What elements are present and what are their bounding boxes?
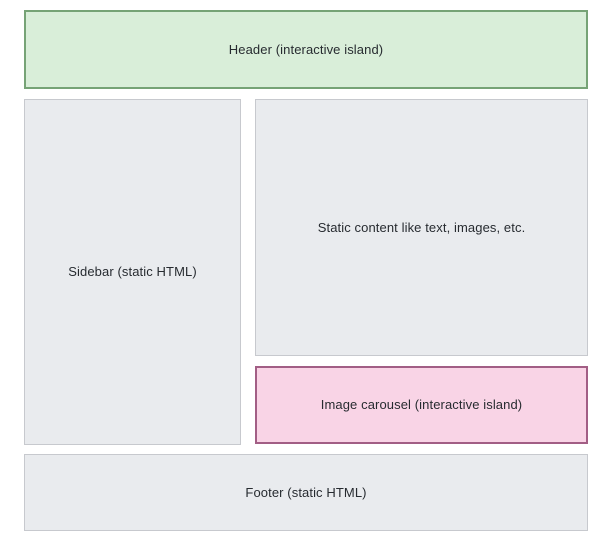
header-island-label: Header (interactive island) — [228, 41, 384, 57]
image-carousel-island-box: Image carousel (interactive island) — [255, 366, 588, 444]
image-carousel-island-label: Image carousel (interactive island) — [320, 397, 523, 413]
footer-static-box: Footer (static HTML) — [24, 454, 588, 531]
header-island-box: Header (interactive island) — [24, 10, 588, 89]
footer-static-label: Footer (static HTML) — [245, 484, 367, 500]
static-content-label: Static content like text, images, etc. — [317, 219, 526, 235]
sidebar-static-box: Sidebar (static HTML) — [24, 99, 241, 445]
sidebar-static-label: Sidebar (static HTML) — [68, 264, 197, 280]
static-content-box: Static content like text, images, etc. — [255, 99, 588, 356]
